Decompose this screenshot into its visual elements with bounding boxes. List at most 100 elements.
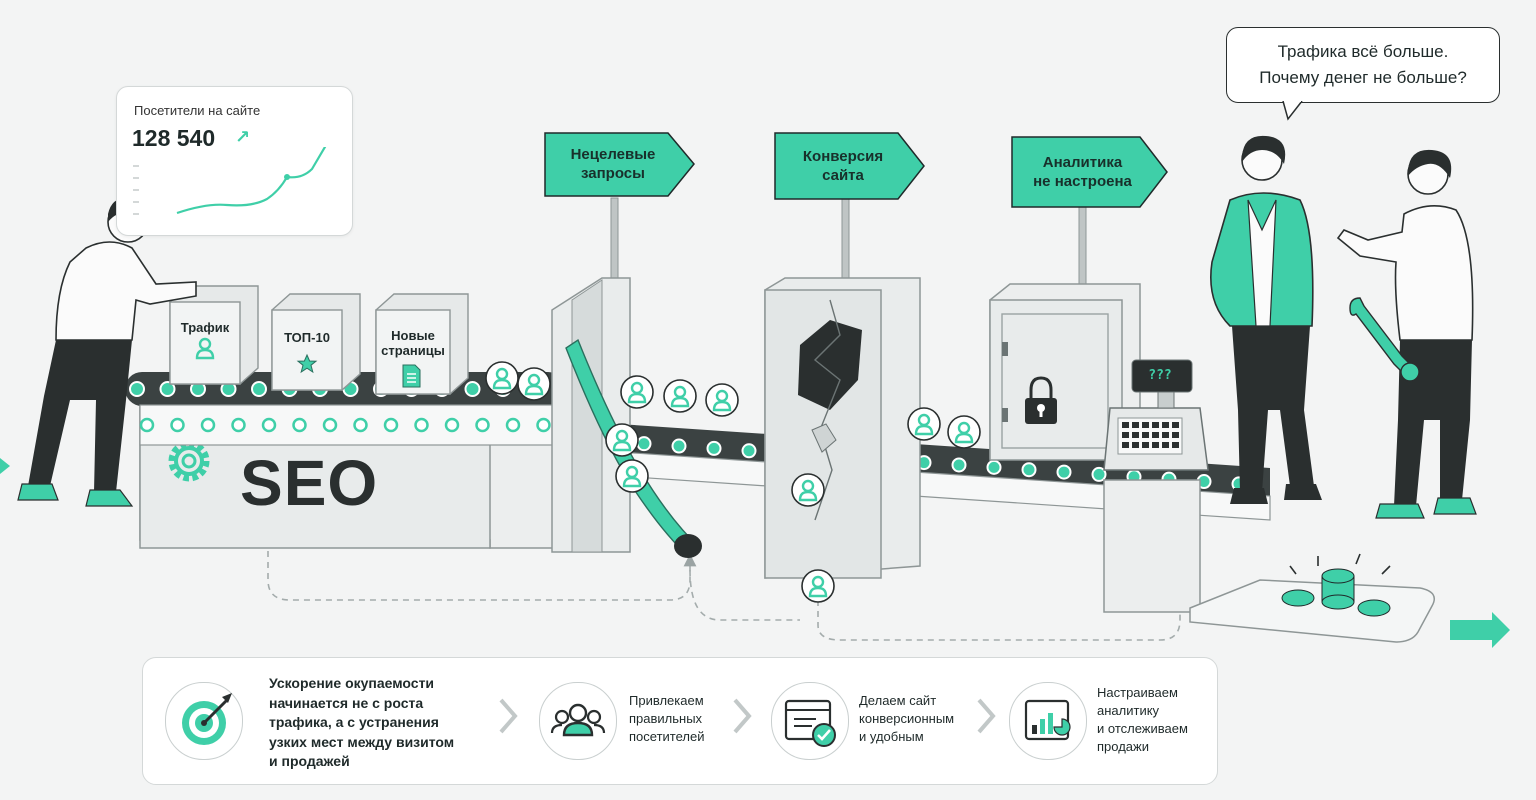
register-key [1132, 442, 1139, 448]
register-key [1162, 442, 1169, 448]
roller [636, 436, 652, 452]
step-line: узких мест между визитом [269, 733, 455, 750]
register-key [1142, 432, 1149, 438]
speech-line-1: Трафика всё больше. [1277, 42, 1449, 61]
register-key [1122, 432, 1129, 438]
step-line: правильных [629, 711, 703, 726]
wrench-icon [1349, 297, 1420, 382]
step-line: конверсионным [859, 711, 955, 726]
box-label-top10: ТОП-10 [284, 330, 330, 345]
register-key [1122, 422, 1129, 428]
browser-check-icon [784, 699, 836, 747]
box-label-new-pages: Новые страницы [376, 328, 450, 358]
step-attract-visitors: Привлекаем правильных посетителей [539, 658, 739, 784]
seo-machine-label: SEO [240, 447, 379, 519]
lock-icon [1025, 376, 1057, 424]
roller [251, 381, 267, 397]
step-icon-circle [771, 682, 849, 760]
trend-up-icon: ↗ [235, 127, 251, 147]
roller [1056, 464, 1072, 480]
filter-slide [551, 277, 702, 558]
target-icon [182, 693, 232, 745]
star-icon [296, 353, 318, 374]
step-line: Настраиваем [1097, 685, 1178, 700]
roller [159, 381, 176, 397]
box-label-line: страницы [381, 343, 445, 358]
register-key [1172, 422, 1179, 428]
register-key [1122, 442, 1129, 448]
roller [261, 417, 277, 433]
visitor-token-icon [705, 383, 739, 417]
register-key [1142, 422, 1149, 428]
coins-icon [1281, 568, 1391, 617]
step-icon-circle [1009, 682, 1087, 760]
visitor-token-icon [485, 361, 519, 395]
user-icon [195, 337, 215, 360]
roller [505, 417, 521, 433]
cash-register [1103, 359, 1209, 613]
register-key [1162, 432, 1169, 438]
exit-arrow-icon [1450, 612, 1510, 648]
step-payback: Ускорение окупаемости начинается не с ро… [163, 658, 483, 784]
roller [951, 457, 967, 473]
speech-bubble: Трафика всё больше. Почему денег не боль… [1226, 27, 1500, 103]
document-icon [402, 364, 421, 388]
roller [129, 381, 145, 397]
roller [536, 417, 551, 433]
box-top10 [271, 293, 361, 391]
step-line: и удобным [859, 729, 924, 744]
sign-line: Аналитика [1042, 154, 1123, 171]
box-label-traffic: Трафик [180, 320, 230, 335]
register-key [1162, 422, 1169, 428]
visitors-trend-chart [133, 147, 327, 215]
step-line: аналитику [1097, 703, 1160, 718]
visitor-token-icon [517, 367, 551, 401]
visitor-token-icon [615, 459, 649, 493]
roller [464, 381, 481, 397]
step-line: посетителей [629, 729, 705, 744]
gear-icon [168, 440, 210, 482]
step-icon-circle [539, 682, 617, 760]
roller [706, 440, 722, 456]
visitors-label: Посетители на сайте [134, 103, 261, 118]
roller [231, 417, 246, 433]
visitors-stats-card: Посетители на сайте 128 540 ↗ [116, 86, 353, 236]
roller [1091, 466, 1107, 482]
filter-cracked-wall [764, 277, 921, 579]
thinking-person [1210, 135, 1322, 504]
register-key [1142, 442, 1149, 448]
register-key [1152, 422, 1159, 428]
step-line: Ускорение окупаемости [269, 675, 435, 691]
sign-line: Нецелевые [570, 146, 656, 163]
step-site-conversion: Делаем сайт конверсионным и удобным [771, 658, 981, 784]
step-icon-circle [165, 682, 243, 760]
register-key [1152, 442, 1159, 448]
visitor-token-icon [663, 379, 697, 413]
visitor-token-icon [907, 407, 941, 441]
speech-bubble-tail [1282, 101, 1303, 121]
roller [1021, 462, 1037, 478]
register-key [1132, 432, 1139, 438]
visitor-token-icon [605, 423, 639, 457]
step-analytics: Настраиваем аналитику и отслеживаем прод… [1009, 658, 1209, 784]
step-line: Привлекаем [629, 693, 704, 708]
roller [475, 417, 490, 433]
register-key [1132, 422, 1139, 428]
register-display: ??? [1148, 368, 1172, 383]
visitor-token-icon [620, 375, 654, 409]
sign-boards [544, 132, 1168, 208]
step-line: и продажей [269, 753, 350, 769]
visitor-token-icon [947, 415, 981, 449]
speech-line-2: Почему денег не больше? [1259, 68, 1467, 87]
roller [741, 443, 757, 459]
register-key [1152, 432, 1159, 438]
roller [170, 417, 185, 433]
sign-line: сайта [822, 167, 864, 184]
roller [671, 438, 687, 454]
visitors-count: 128 540 [132, 125, 216, 151]
users-icon [550, 703, 606, 737]
entry-arrow-icon [0, 458, 10, 474]
roller [353, 417, 368, 433]
